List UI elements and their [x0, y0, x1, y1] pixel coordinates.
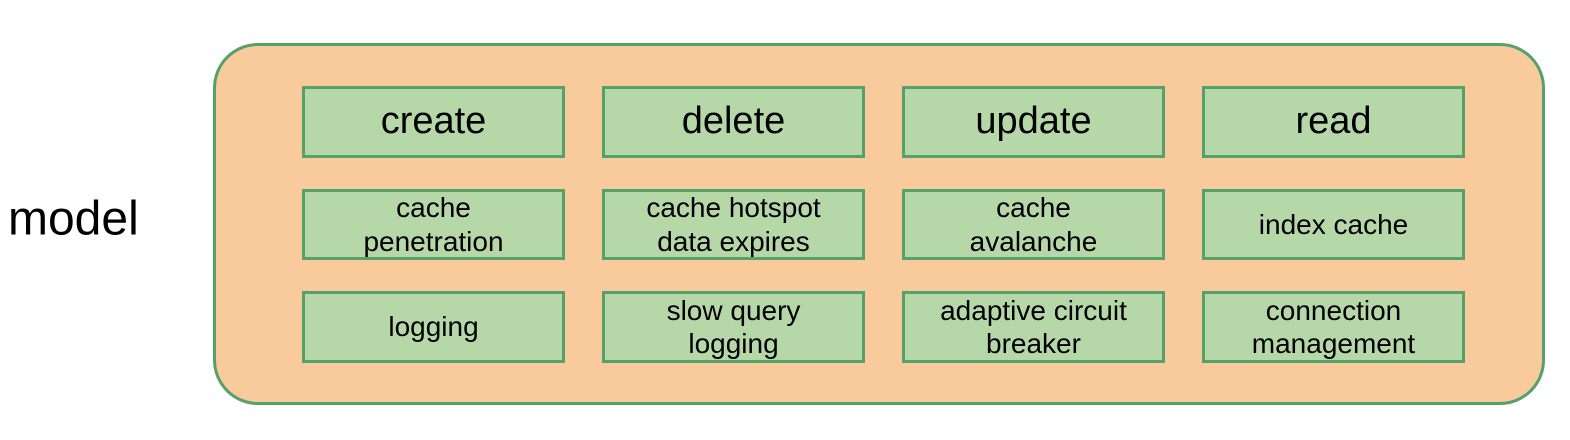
box-cache-penetration-label: cache penetration [363, 192, 504, 257]
box-cache-hotspot-data-expires: cache hotspot data expires [602, 189, 865, 260]
box-cache-hotspot-data-expires-label: cache hotspot data expires [646, 192, 821, 257]
box-slow-query-logging-label: slow query logging [666, 294, 801, 359]
box-adaptive-circuit-breaker: adaptive circuit breaker [902, 291, 1165, 363]
box-index-cache-label: index cache [1258, 208, 1409, 240]
box-read-label: read [1295, 100, 1372, 143]
box-update: update [902, 86, 1165, 158]
box-connection-management-label: connection management [1251, 294, 1416, 359]
box-logging-label: logging [388, 311, 479, 343]
box-cache-avalanche: cache avalanche [902, 189, 1165, 260]
box-update-label: update [975, 100, 1092, 143]
box-slow-query-logging: slow query logging [602, 291, 865, 363]
crud-grid: create delete update read cache penetrat… [302, 86, 1542, 363]
box-read: read [1202, 86, 1465, 158]
box-cache-penetration: cache penetration [302, 189, 565, 260]
box-create-label: create [380, 100, 487, 143]
box-logging: logging [302, 291, 565, 363]
model-container: create delete update read cache penetrat… [213, 43, 1545, 405]
box-adaptive-circuit-breaker-label: adaptive circuit breaker [940, 294, 1127, 359]
box-delete-label: delete [681, 100, 786, 143]
box-delete: delete [602, 86, 865, 158]
box-create: create [302, 86, 565, 158]
box-index-cache: index cache [1202, 189, 1465, 260]
model-label: model [8, 192, 139, 246]
box-cache-avalanche-label: cache avalanche [969, 192, 1098, 257]
box-connection-management: connection management [1202, 291, 1465, 363]
